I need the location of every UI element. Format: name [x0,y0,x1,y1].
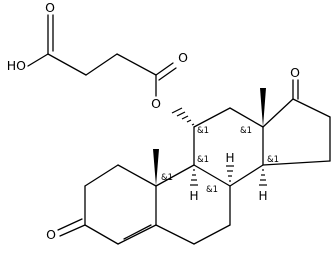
bond-c17-c16 [292,98,331,118]
bond-c2-c3 [85,53,118,76]
wedge-c13-methyl [260,88,266,127]
atom-ester-oxygen: O [151,96,161,111]
atom-ketone-3-oxygen: O [46,227,56,242]
atom-h-c14: H [258,189,267,203]
bond-c4-c5 [117,224,157,245]
bond-c4-o [155,62,174,76]
stereo-label-layer: &1 &1 &1 &1 &1 &1 [161,126,279,195]
bond-c4-c5-double [123,224,152,240]
stereo-c14: &1 [267,155,279,165]
bond-c14-c8 [229,164,264,187]
atom-h-c9: H [189,189,198,203]
hash-c11-oester [171,107,195,126]
stereo-c10: &1 [161,173,173,183]
bond-c12-c13 [229,107,264,128]
atom-h-c8: H [225,151,234,165]
atom-ester-carbonyl-oxygen: O [178,50,188,65]
bond-c13-c17 [262,98,294,128]
atom-acid-carbonyl-oxygen: O [45,0,55,15]
bond-c3-c4 [116,53,157,76]
atom-label-layer: HO O O O O O H H H [7,0,300,242]
atom-ketone-17-oxygen: O [290,65,300,80]
hash-c8-h [226,165,234,182]
bond-c1-c2 [47,53,87,76]
bond-c10-c1 [117,164,157,187]
bond-c3-o-double [57,218,83,231]
bond-c1-c2a [84,164,119,187]
hash-c9-h [190,169,198,186]
bond-layer [27,14,331,245]
bond-c9-c10 [155,164,195,187]
atom-acid-hydroxyl: HO [7,58,26,73]
stereo-c9: &1 [197,155,209,165]
bond-c4-o-double [158,67,177,81]
bond-c3-c4a [84,224,119,245]
stereo-bond-layer [153,88,267,186]
bond-c3-o [59,224,86,237]
stereo-c11: &1 [197,126,209,136]
wedge-c10-methyl [153,149,159,186]
bond-c15-c14 [262,160,331,166]
hash-c14-h [259,169,267,186]
bond-c5-c6 [155,224,195,245]
stereo-c8: &1 [206,185,218,195]
stereo-c13: &1 [240,126,252,136]
bond-c8-c9 [193,164,231,187]
bond-c6-c7 [193,224,231,245]
bond-ho-c1 [27,53,49,67]
bond-c11-c12 [193,107,231,128]
